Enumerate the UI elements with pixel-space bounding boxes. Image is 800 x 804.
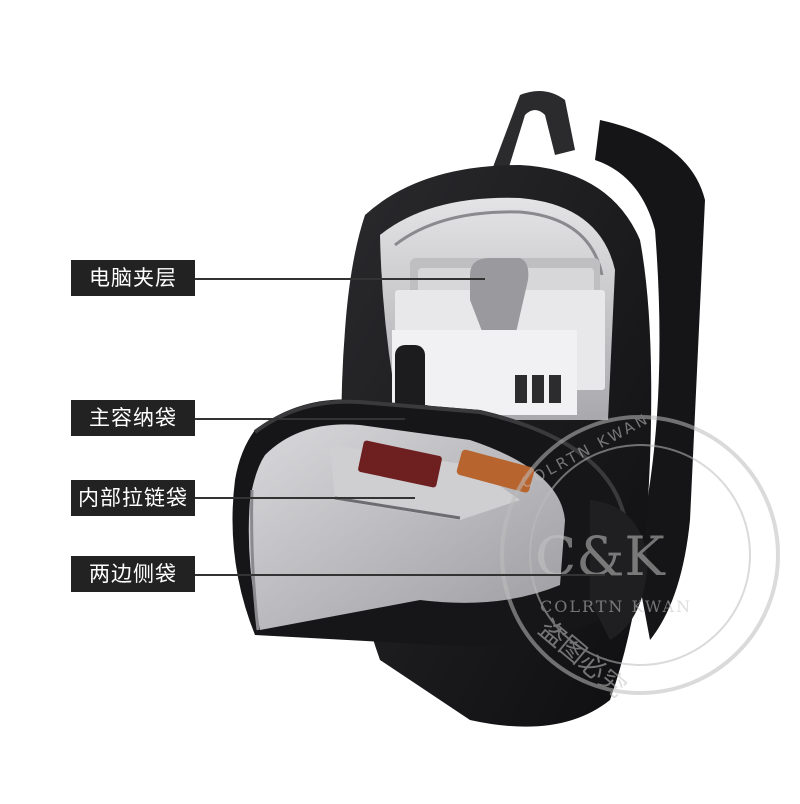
- umbrella: [395, 345, 425, 420]
- callout-line: [195, 418, 405, 420]
- callout-side-pockets: 两边侧袋: [71, 556, 195, 592]
- callout-line: [195, 574, 605, 576]
- callout-laptop-compartment: 电脑夹层: [71, 260, 195, 296]
- shoulder-strap: [595, 120, 705, 640]
- card-holder: [456, 449, 535, 493]
- callout-main-compartment: 主容纳袋: [71, 400, 195, 436]
- top-handle: [490, 91, 575, 180]
- side-pocket: [590, 500, 648, 640]
- callout-line: [195, 278, 485, 280]
- callout-line: [195, 497, 415, 499]
- passport: [358, 440, 442, 488]
- sleeve-strap: [470, 258, 529, 352]
- watermark-brand: C&K: [535, 525, 666, 588]
- callout-inner-zipper-pocket: 内部拉链袋: [71, 480, 195, 516]
- watermark-sub-text: COLRTN KWAN: [540, 597, 692, 616]
